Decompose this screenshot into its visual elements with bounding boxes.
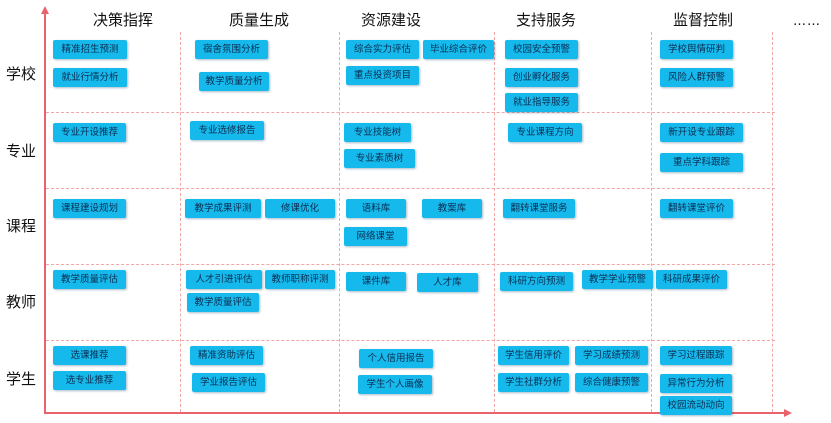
column-header: 质量生成 (228, 11, 290, 29)
capability-tag[interactable]: 教学质量评估 (53, 270, 126, 289)
row-header: 学校 (6, 65, 37, 83)
column-header: 监督控制 (672, 11, 734, 29)
row-header: 教师 (6, 293, 37, 311)
capability-tag[interactable]: 学生社群分析 (498, 373, 569, 392)
capability-tag[interactable]: 教学成果评测 (185, 199, 261, 218)
row-divider-line (46, 188, 775, 189)
capability-tag[interactable]: 学校舆情研判 (660, 40, 733, 59)
capability-tag[interactable]: 专业选修报告 (190, 121, 264, 140)
y-axis-arrow-icon (41, 6, 49, 14)
capability-tag[interactable]: 新开设专业跟踪 (660, 123, 743, 142)
capability-tag[interactable]: 翻转课堂服务 (503, 199, 575, 218)
capability-tag[interactable]: 综合健康预警 (575, 373, 648, 392)
column-header: 决策指挥 (92, 11, 154, 29)
capability-tag[interactable]: 精准招生预测 (53, 40, 127, 59)
capability-tag[interactable]: 科研成果评价 (656, 270, 727, 289)
capability-tag[interactable]: 学生信用评价 (498, 346, 569, 365)
capability-tag[interactable]: 专业素质树 (344, 149, 415, 168)
y-axis-line (44, 14, 46, 414)
capability-tag[interactable]: 精准资助评估 (190, 346, 263, 365)
row-divider-line (46, 264, 775, 265)
capability-tag[interactable]: 个人信用报告 (359, 349, 433, 368)
capability-tag[interactable]: 教案库 (422, 199, 482, 218)
capability-tag[interactable]: 人才引进评估 (186, 270, 262, 289)
capability-tag[interactable]: 校园安全预警 (505, 40, 578, 59)
capability-tag[interactable]: 学习成绩预测 (575, 346, 648, 365)
capability-tag[interactable]: 重点学科跟踪 (660, 153, 743, 172)
x-axis-arrow-icon (784, 409, 792, 417)
capability-tag[interactable]: 网络课堂 (344, 227, 407, 246)
column-header: 资源建设 (360, 11, 422, 29)
capability-tag[interactable]: 宿舍氛围分析 (195, 40, 268, 59)
capability-tag[interactable]: 教学质量评估 (187, 293, 259, 312)
capability-tag[interactable]: 专业技能树 (344, 123, 411, 142)
column-divider-line (180, 32, 181, 412)
capability-tag[interactable]: 综合实力评估 (346, 40, 419, 59)
x-axis-line (44, 412, 786, 414)
row-divider-line (46, 340, 775, 341)
capability-tag[interactable]: 异常行为分析 (660, 374, 732, 393)
capability-tag[interactable]: 学业报告评估 (192, 373, 265, 392)
capability-tag[interactable]: 课件库 (346, 272, 406, 291)
capability-tag[interactable]: 翻转课堂评价 (660, 199, 733, 218)
capability-tag[interactable]: 就业行情分析 (53, 68, 127, 87)
capability-tag[interactable]: 修课优化 (265, 199, 335, 218)
row-header: 课程 (6, 217, 37, 235)
capability-tag[interactable]: 选课推荐 (53, 346, 126, 365)
capability-tag[interactable]: 教学学业预警 (582, 270, 653, 289)
column-divider-line (494, 32, 495, 412)
capability-tag[interactable]: 人才库 (417, 273, 478, 292)
row-divider-line (46, 112, 775, 113)
capability-tag[interactable]: 专业课程方向 (508, 123, 582, 142)
capability-tag[interactable]: 就业指导服务 (505, 93, 578, 112)
capability-tag[interactable]: 毕业综合评价 (423, 40, 494, 59)
more-columns-ellipsis: …… (793, 14, 821, 29)
capability-tag[interactable]: 校园流动动向 (660, 396, 732, 415)
capability-tag[interactable]: 教学质量分析 (199, 72, 269, 91)
capability-tag[interactable]: 重点投资项目 (346, 66, 419, 85)
capability-tag[interactable]: 学习过程跟踪 (660, 346, 732, 365)
capability-tag[interactable]: 风险人群预警 (660, 68, 733, 87)
column-divider-line (772, 32, 773, 412)
capability-tag[interactable]: 课程建设规划 (53, 199, 126, 218)
capability-tag[interactable]: 语料库 (346, 199, 406, 218)
row-header: 学生 (6, 370, 37, 388)
column-divider-line (651, 32, 652, 412)
capability-tag[interactable]: 创业孵化服务 (505, 68, 578, 87)
capability-tag[interactable]: 科研方向预测 (500, 272, 573, 291)
capability-tag[interactable]: 学生个人画像 (358, 375, 432, 394)
capability-tag[interactable]: 教师职称评测 (265, 270, 335, 289)
column-header: 支持服务 (515, 11, 577, 29)
column-divider-line (339, 32, 340, 412)
row-header: 专业 (6, 142, 37, 160)
capability-tag[interactable]: 选专业推荐 (53, 371, 126, 390)
capability-tag[interactable]: 专业开设推荐 (53, 123, 126, 142)
